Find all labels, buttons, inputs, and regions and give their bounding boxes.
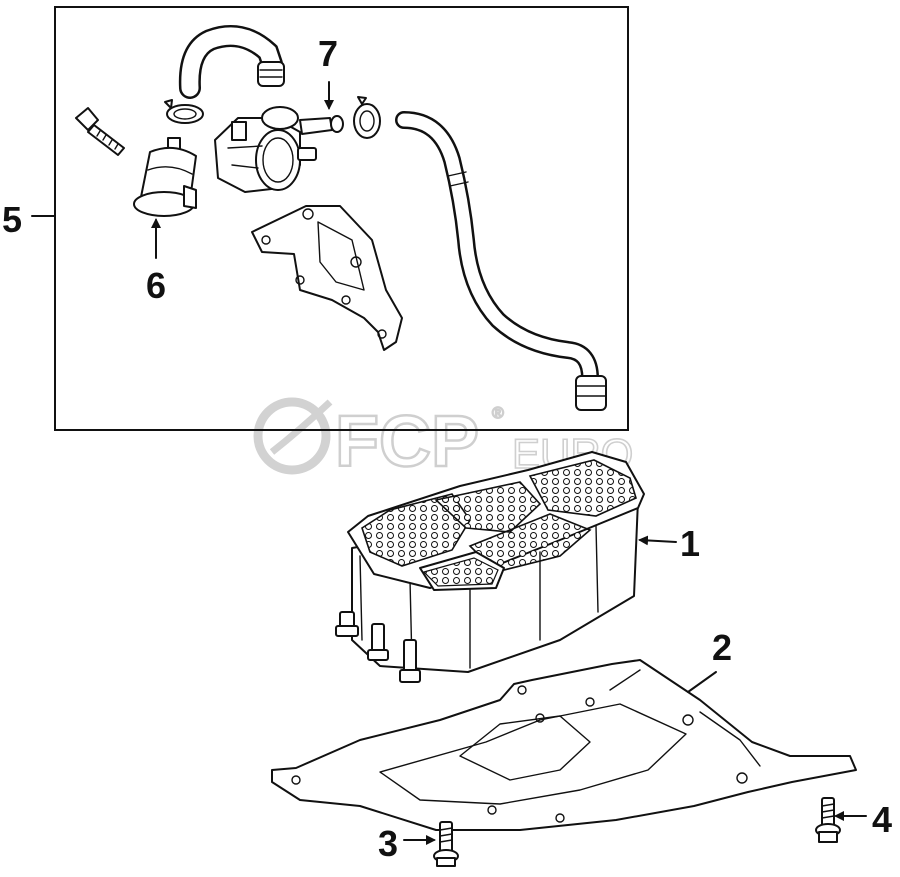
callout-6: 6 [146, 265, 166, 306]
callout-5: 5 [2, 199, 22, 240]
watermark-brand: FCP [335, 402, 479, 482]
bolt-icon [75, 107, 125, 156]
leader-lines [31, 81, 867, 845]
shield-bolt-4-icon [815, 797, 841, 843]
leader-2 [687, 671, 717, 693]
shield-bolt-3-icon [433, 821, 459, 867]
arrow-1 [638, 535, 677, 546]
vacuum-hose-long [395, 111, 607, 411]
watermark-logo-icon [253, 397, 331, 475]
callout-4: 4 [872, 799, 892, 840]
callout-7: 7 [318, 33, 338, 74]
callout-3: 3 [378, 823, 398, 864]
purge-valve [214, 106, 344, 193]
hose-clamp-left-icon [164, 99, 204, 124]
watermark-swoosh [269, 399, 333, 455]
hose-clamp-right-icon [353, 96, 381, 139]
canister-shield [271, 659, 857, 831]
callout-1: 1 [680, 523, 700, 564]
charcoal-canister [335, 451, 645, 683]
assembly-box-5 [54, 6, 629, 431]
vacuum-hose-upper [178, 25, 285, 99]
watermark-registered-mark: ® [492, 405, 504, 422]
evap-filter [133, 137, 197, 217]
callout-2: 2 [712, 627, 732, 668]
valve-bracket [251, 205, 403, 351]
